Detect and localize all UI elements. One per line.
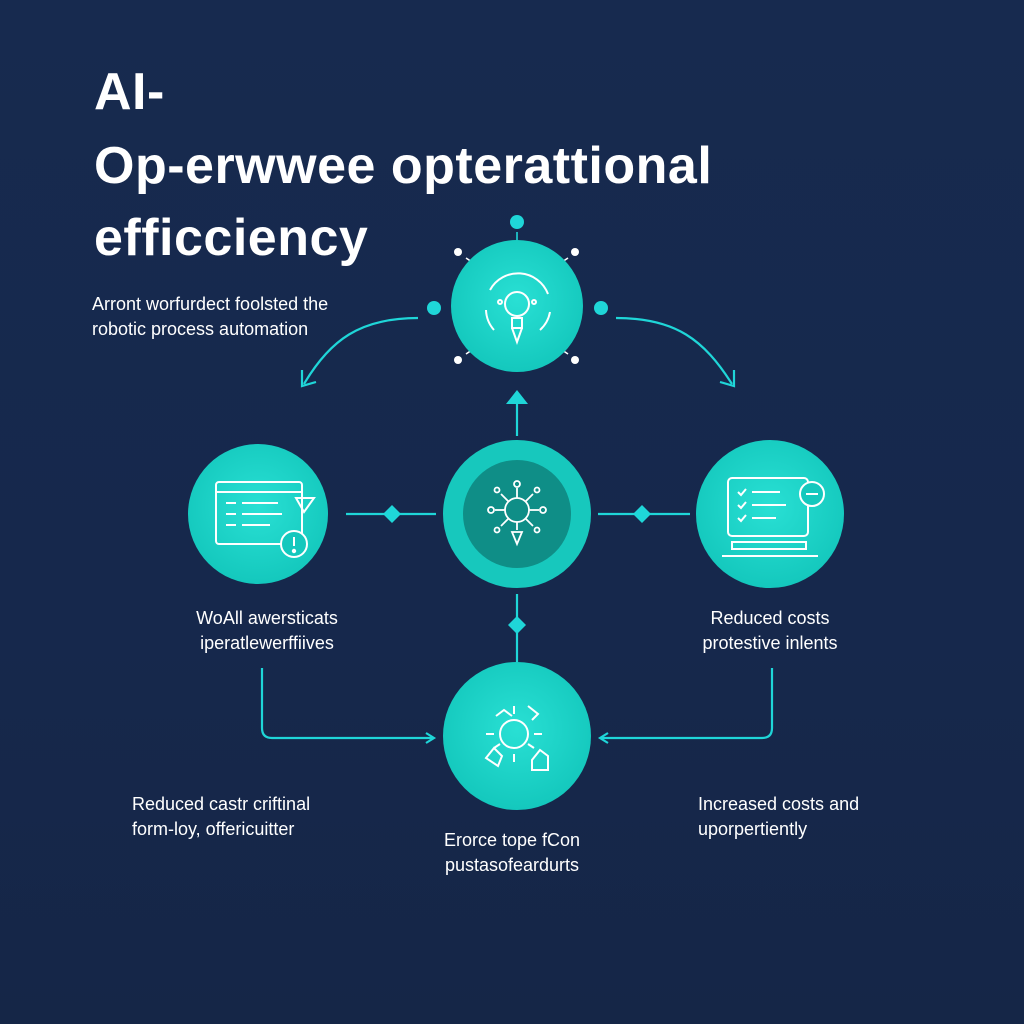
- node-top: [451, 240, 583, 372]
- diamond-right: [633, 505, 651, 523]
- diamond-left: [383, 505, 401, 523]
- gear-cycle-icon: [484, 705, 549, 771]
- caption-top-left: Arront worfurdect foolsted the robotic p…: [92, 292, 328, 342]
- caption-bottom-right-line-1: Increased costs and: [698, 794, 860, 814]
- diamond-bottom: [508, 616, 526, 634]
- caption-bottom-left: Reduced castr criftinal form-loy, offeri…: [132, 792, 310, 842]
- arrow-top-to-right-head: [719, 370, 736, 388]
- caption-mid-right: Reduced costs protestive inlents: [660, 606, 880, 656]
- caption-mid-left-line-1: WoAll awersticats: [196, 608, 338, 628]
- ai-network-icon: [487, 480, 547, 547]
- arrow-up-head: [506, 390, 528, 404]
- title-line-2: Op-erwwee opterattional: [94, 137, 713, 195]
- caption-bottom-left-line-1: Reduced castr criftinal: [132, 794, 311, 814]
- arrow-top-to-left: [303, 316, 419, 385]
- computer-checklist-icon: [722, 477, 825, 557]
- arrow-top-to-right: [615, 316, 733, 385]
- caption-mid-left-line-2: iperatlewerffiives: [200, 633, 334, 653]
- elbow-right-bottom: [602, 668, 774, 740]
- arrow-top-to-left-head: [300, 370, 317, 388]
- node-center: [443, 440, 591, 588]
- title-line-3: efficciency: [94, 209, 369, 267]
- node-right: [696, 440, 844, 588]
- caption-top-left-line-1: Arront worfurdect foolsted the: [92, 294, 329, 314]
- caption-bottom-center-line-2: pustasofeardurts: [444, 855, 580, 875]
- caption-bottom-right-line-2: uporpertiently: [698, 819, 808, 839]
- caption-bottom-right: Increased costs and uporpertiently: [698, 792, 859, 842]
- caption-bottom-left-line-2: form-loy, offericuitter: [132, 819, 295, 839]
- document-alert-icon: [215, 481, 316, 558]
- connectors: [260, 316, 774, 744]
- caption-bottom-center: Erorce tope fCon pustasofeardurts: [420, 828, 604, 878]
- elbow-left-head: [425, 732, 437, 744]
- caption-top-left-line-2: robotic process automation: [92, 319, 309, 339]
- caption-mid-right-line-1: Reduced costs: [710, 608, 830, 628]
- magnifier-circuit-icon: [485, 272, 551, 345]
- node-bottom: [443, 662, 591, 810]
- elbow-right-head: [597, 732, 609, 744]
- title-line-1: AI-: [94, 63, 165, 121]
- elbow-left-bottom: [260, 668, 432, 740]
- caption-bottom-center-line-1: Erorce tope fCon: [443, 830, 581, 850]
- caption-mid-left: WoAll awersticats iperatlewerffiives: [152, 606, 382, 656]
- caption-mid-right-line-2: protestive inlents: [702, 633, 838, 653]
- node-left: [188, 444, 328, 584]
